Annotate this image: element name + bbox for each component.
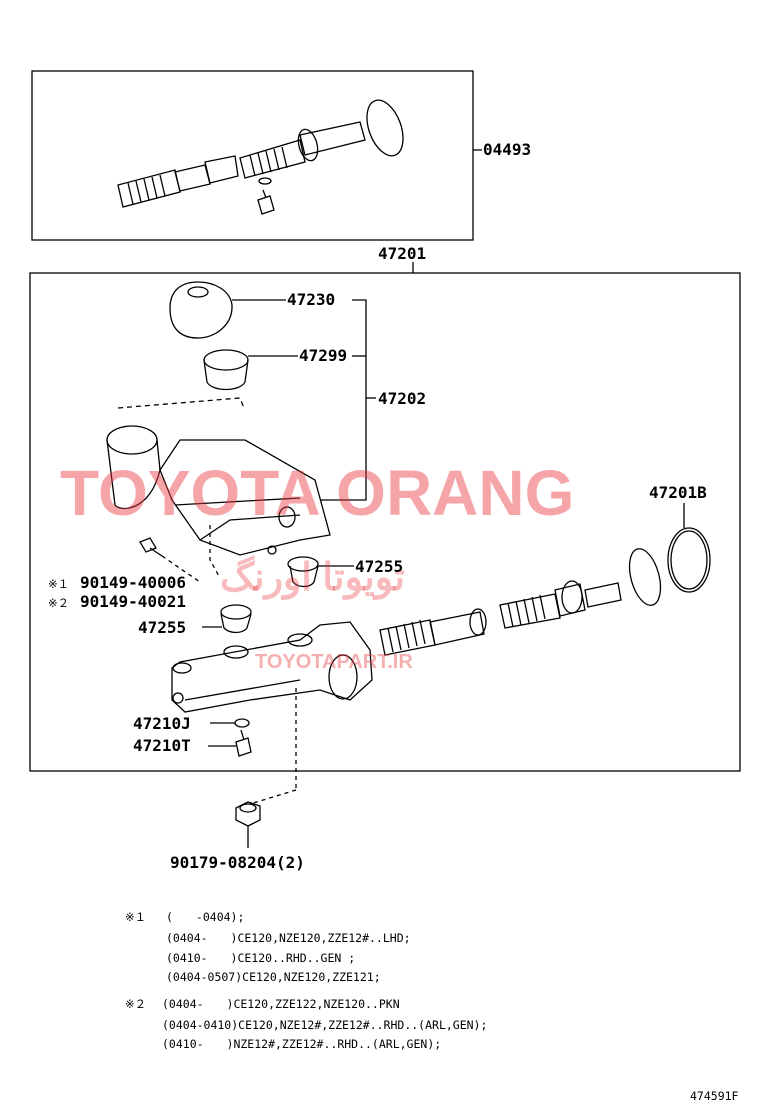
- label-90149-40006[interactable]: 90149-40006: [80, 573, 186, 592]
- label-90179-08204[interactable]: 90179-08204(2): [170, 853, 305, 872]
- note1-line4: (0404-0507)CE120,NZE120,ZZE121;: [166, 970, 381, 984]
- label-47202[interactable]: 47202: [378, 389, 426, 408]
- watermark-url: TOYOTAPART.IR: [255, 651, 413, 673]
- o-ring-small: [628, 548, 662, 606]
- label-47201[interactable]: 47201: [378, 244, 426, 263]
- bleeder-plug: [235, 729, 252, 757]
- label-47255-upper[interactable]: 47255: [355, 557, 403, 576]
- strainer: [203, 349, 249, 391]
- label-47230[interactable]: 47230: [287, 290, 335, 309]
- note2-line3: (0410- )NZE12#,ZZE12#..RHD..(ARL,GEN);: [162, 1037, 441, 1051]
- note1-line1: ( -0404);: [166, 910, 244, 924]
- cylinder-body: [171, 621, 373, 713]
- grommet-upper: [287, 556, 354, 588]
- washer: [234, 718, 250, 728]
- assembly-box: [29, 272, 741, 772]
- note1-line2: (0404- )CE120,NZE120,ZZE12#..LHD;: [166, 931, 411, 945]
- kit-box: [31, 70, 474, 241]
- watermark-persian: تویوتا اورنگ: [220, 555, 405, 600]
- note2-mark: ※２: [125, 997, 146, 1011]
- label-47210T[interactable]: 47210T: [133, 736, 191, 755]
- bolt: [139, 537, 201, 583]
- nut: [235, 801, 261, 848]
- note2-line1: (0404- )CE120,ZZE122,NZE120..PKN: [162, 997, 400, 1011]
- watermark-main: TOYOTA ORANG: [60, 457, 574, 529]
- note2-line2: (0404-0410)CE120,NZE12#,ZZE12#..RHD..(AR…: [162, 1018, 487, 1032]
- label-47210J[interactable]: 47210J: [133, 714, 191, 733]
- diagram-id: 474591F: [690, 1089, 739, 1103]
- kit-parts: [117, 99, 404, 215]
- label-47255-lower[interactable]: 47255: [138, 618, 186, 637]
- grommet-lower: [202, 604, 252, 634]
- reservoir-cap: [169, 281, 233, 339]
- note1-line3: (0410- )CE120..RHD..GEN ;: [166, 951, 355, 965]
- label-90149-40021[interactable]: 90149-40021: [80, 592, 186, 611]
- piston-assembly: [379, 580, 622, 656]
- bolt1-mark: ※１: [48, 577, 69, 591]
- label-47299[interactable]: 47299: [299, 346, 347, 365]
- o-ring-large: [667, 527, 711, 593]
- bolt2-mark: ※２: [48, 596, 69, 610]
- label-04493[interactable]: 04493: [483, 140, 531, 159]
- label-47201B[interactable]: 47201B: [649, 483, 707, 502]
- note1-mark: ※１: [125, 910, 146, 924]
